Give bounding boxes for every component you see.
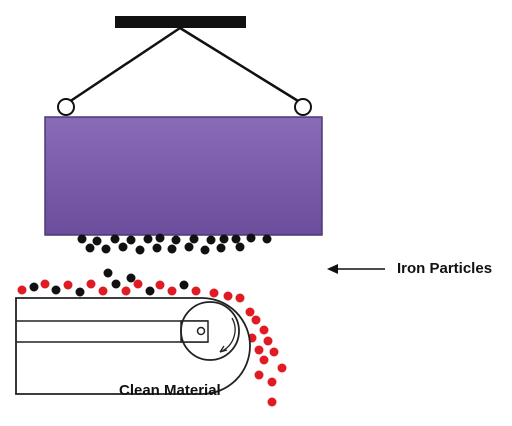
clean-particle bbox=[259, 325, 269, 335]
clean-particle bbox=[223, 291, 233, 301]
iron-particle bbox=[155, 233, 165, 243]
iron-particle bbox=[231, 234, 241, 244]
pulley-icon bbox=[180, 301, 240, 361]
clean-particle bbox=[63, 280, 73, 290]
iron-particle bbox=[262, 234, 272, 244]
iron-particle bbox=[111, 279, 121, 289]
iron-particle bbox=[145, 286, 155, 296]
clean-particle bbox=[269, 347, 279, 357]
iron-particle bbox=[171, 235, 181, 245]
iron-particle bbox=[75, 287, 85, 297]
clean-particle bbox=[86, 279, 96, 289]
iron-particle bbox=[246, 233, 256, 243]
clean-particle bbox=[277, 363, 287, 373]
right-cable bbox=[179, 26, 304, 106]
iron-particle bbox=[110, 234, 120, 244]
clean-material-label: Clean Material bbox=[119, 382, 221, 399]
particles-on-belt bbox=[17, 268, 233, 301]
clean-particle bbox=[259, 355, 269, 365]
iron-particle bbox=[235, 242, 245, 252]
iron-particle bbox=[103, 268, 113, 278]
clean-particle bbox=[155, 280, 165, 290]
clean-particle bbox=[98, 286, 108, 296]
clean-particle bbox=[267, 377, 277, 387]
left-cable bbox=[65, 26, 181, 106]
clean-particle bbox=[254, 345, 264, 355]
clean-particle bbox=[251, 315, 261, 325]
iron-particles-under-magnet bbox=[77, 233, 272, 255]
iron-particle bbox=[179, 280, 189, 290]
magnet-block bbox=[44, 116, 323, 236]
iron-particle bbox=[184, 242, 194, 252]
conveyor-belt bbox=[15, 297, 251, 395]
clean-particle bbox=[254, 370, 264, 380]
iron-particle bbox=[143, 234, 153, 244]
iron-particle bbox=[101, 244, 111, 254]
clean-particle bbox=[133, 279, 143, 289]
arrow-left-icon bbox=[327, 264, 385, 274]
clean-particle bbox=[209, 288, 219, 298]
iron-particle bbox=[216, 243, 226, 253]
clean-particle bbox=[17, 285, 27, 295]
clean-particle bbox=[245, 307, 255, 317]
belt-outline bbox=[15, 297, 251, 395]
iron-particle bbox=[200, 245, 210, 255]
right-hook bbox=[294, 98, 312, 116]
iron-particle bbox=[51, 285, 61, 295]
falling-clean-particles bbox=[235, 293, 287, 407]
iron-particle bbox=[135, 245, 145, 255]
clean-particle bbox=[167, 286, 177, 296]
iron-particle bbox=[118, 242, 128, 252]
iron-particle bbox=[29, 282, 39, 292]
clean-particle bbox=[191, 286, 201, 296]
clean-particle bbox=[267, 397, 277, 407]
iron-particle bbox=[77, 234, 87, 244]
clean-particle bbox=[40, 279, 50, 289]
iron-particle bbox=[219, 234, 229, 244]
iron-particle bbox=[126, 273, 136, 283]
iron-particle bbox=[167, 244, 177, 254]
iron-particle bbox=[92, 236, 102, 246]
left-hook bbox=[57, 98, 75, 116]
clean-particle bbox=[263, 336, 273, 346]
iron-particle bbox=[126, 235, 136, 245]
hanger-bar bbox=[115, 16, 246, 28]
iron-particle bbox=[85, 243, 95, 253]
iron-particle bbox=[189, 234, 199, 244]
clean-particle bbox=[121, 286, 131, 296]
iron-particles-label: Iron Particles bbox=[397, 260, 493, 277]
clean-particle bbox=[235, 293, 245, 303]
iron-particle bbox=[152, 243, 162, 253]
iron-particle bbox=[206, 235, 216, 245]
